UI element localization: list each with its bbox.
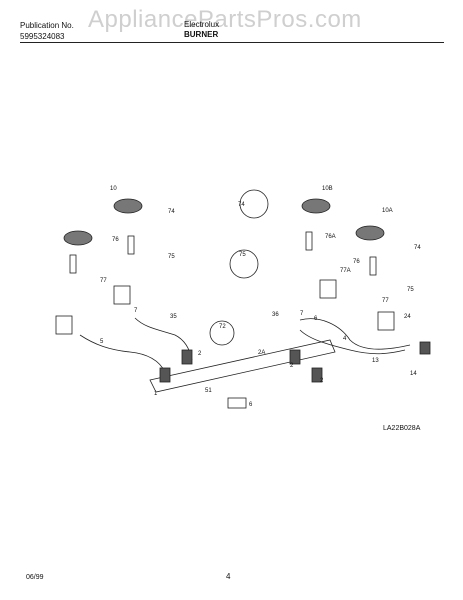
callout-label: 7 xyxy=(134,308,138,314)
callout-label: 72 xyxy=(219,324,226,330)
callout-label: 7 xyxy=(300,311,304,317)
callout-label: 2 xyxy=(290,363,294,369)
section-title: BURNER xyxy=(184,30,219,39)
burner-head-10a xyxy=(355,225,385,241)
callout-label: 74 xyxy=(238,202,245,208)
valve-2a xyxy=(289,349,301,365)
callout-label: 10A xyxy=(382,208,393,214)
bracket-77-right xyxy=(377,311,395,331)
burner-head-10 xyxy=(63,230,93,246)
publication-number: 5995324083 xyxy=(20,32,65,41)
electrode-76a xyxy=(305,231,313,251)
electrode-76-top xyxy=(127,235,135,255)
detail-circle-75 xyxy=(229,249,259,279)
callout-label: 74 xyxy=(414,245,421,251)
callout-label: 76 xyxy=(353,259,360,265)
callout-label: 6 xyxy=(314,316,318,322)
callout-label: 13 xyxy=(372,358,379,364)
callout-label: 6 xyxy=(249,402,253,408)
bracket-77a xyxy=(319,279,337,299)
watermark: AppliancePartsPros.com xyxy=(88,6,362,33)
burner-head-10-top xyxy=(113,198,143,214)
callout-label: 4 xyxy=(343,336,347,342)
gas-tube-left xyxy=(79,334,166,373)
callout-label: 75 xyxy=(407,287,414,293)
callout-label: 77 xyxy=(382,298,389,304)
valve-2-mid xyxy=(181,349,193,365)
publication-info: Publication No. 5995324083 xyxy=(20,20,74,42)
callout-label: 77 xyxy=(100,278,107,284)
callout-label: 5 xyxy=(100,339,104,345)
callout-label: 14 xyxy=(410,371,417,377)
gas-tube-right xyxy=(299,329,406,355)
callout-label: 2 xyxy=(320,378,324,384)
valve-2-right xyxy=(311,367,323,383)
header-rule xyxy=(20,42,444,43)
publication-label: Publication No. xyxy=(20,21,74,30)
callout-label: 76A xyxy=(325,234,336,240)
footer-date: 06/99 xyxy=(26,574,44,581)
manifold-pipe xyxy=(149,339,336,393)
callout-label: 10B xyxy=(322,186,333,192)
electrode-76-left xyxy=(69,254,77,274)
electrode-76-right xyxy=(369,256,377,276)
switch-14 xyxy=(419,341,431,355)
callout-label: 24 xyxy=(404,314,411,320)
detail-circle-74 xyxy=(239,189,269,219)
valve-2-left xyxy=(159,367,171,383)
callout-label: 1 xyxy=(154,391,158,397)
callout-label: 2 xyxy=(198,351,202,357)
bracket-77-left xyxy=(55,315,73,335)
brand-name: Electrolux xyxy=(184,20,220,29)
callout-label: 10 xyxy=(110,186,117,192)
callout-label: 2A xyxy=(258,350,265,356)
detail-circle-72 xyxy=(209,320,235,346)
bracket-77-top xyxy=(113,285,131,305)
callout-label: 36 xyxy=(272,312,279,318)
callout-label: 77A xyxy=(340,268,351,274)
page-number: 4 xyxy=(226,572,231,581)
callout-label: 74 xyxy=(168,209,175,215)
callout-label: 75 xyxy=(239,252,246,258)
drawing-code: LA22B028A xyxy=(383,425,421,432)
callout-label: 75 xyxy=(168,254,175,260)
callout-label: 35 xyxy=(170,314,177,320)
gas-tube-right-2 xyxy=(299,318,411,350)
burner-head-10b xyxy=(301,198,331,214)
callout-label: 51 xyxy=(205,388,212,394)
callout-label: 76 xyxy=(112,237,119,243)
spark-module-6 xyxy=(227,397,247,409)
callout-labels: 10 74 76 75 77 5 7 35 72 2 1 51 6 10B 74… xyxy=(100,186,421,408)
